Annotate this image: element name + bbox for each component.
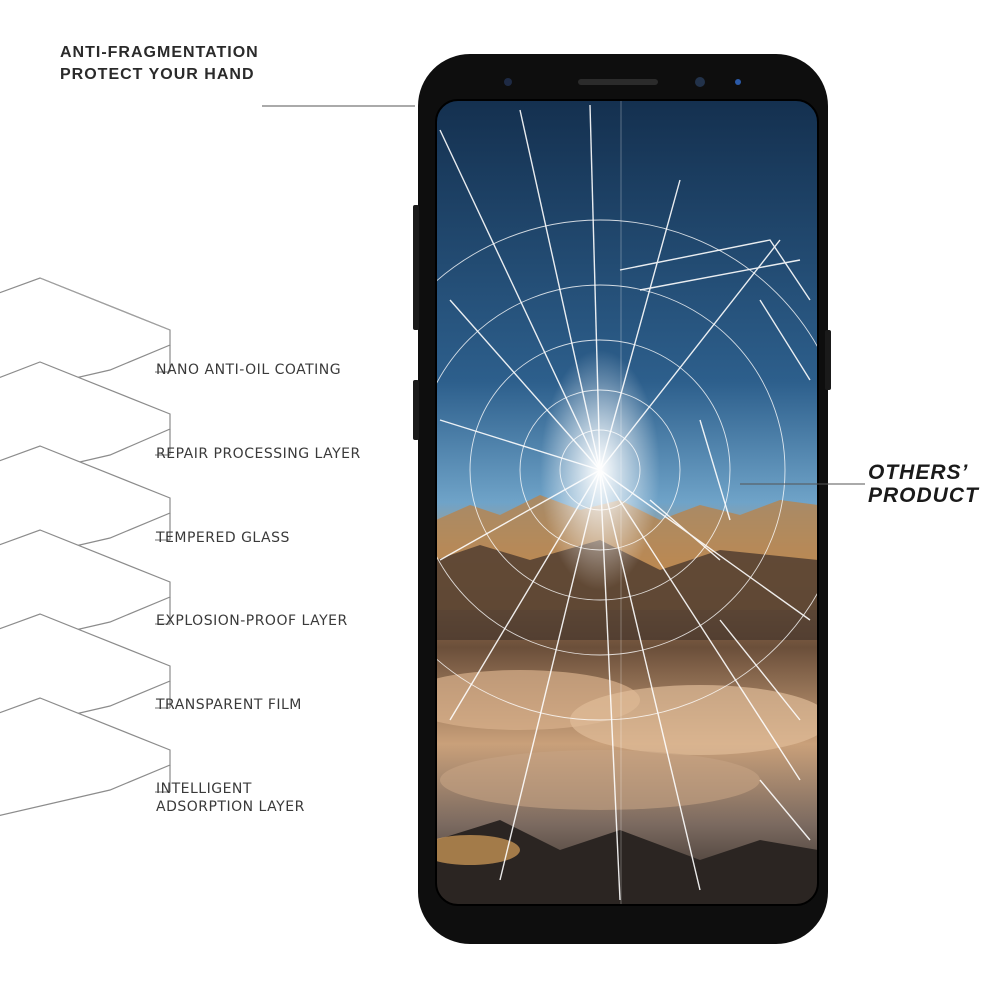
header-line-2: PROTECT YOUR HAND — [60, 66, 255, 83]
layer-stack — [0, 277, 171, 817]
screen-cracks — [439, 104, 811, 901]
layer-label-intelligent-line1: INTELLIGENT — [156, 781, 252, 797]
others-label-line2: PRODUCT — [868, 484, 979, 507]
layer-label-intelligent-line2: ADSORPTION LAYER — [156, 799, 305, 815]
layer-label-transparent-film: TRANSPARENT FILM — [156, 697, 302, 713]
header-line-1: ANTI-FRAGMENTATION — [60, 44, 259, 61]
phone-screen — [436, 100, 818, 905]
layer-label-explosion-proof: EXPLOSION-PROOF LAYER — [156, 613, 348, 629]
phone-side-button-left — [413, 205, 419, 330]
layer-label-repair-processing: REPAIR PROCESSING LAYER — [156, 446, 361, 462]
layer-label-tempered-glass: TEMPERED GLASS — [156, 530, 290, 546]
layer-label-nano-anti-oil: NANO ANTI-OIL COATING — [156, 362, 342, 378]
phone-side-button-right — [825, 330, 831, 390]
sensor-right — [735, 79, 741, 85]
sensor-left — [504, 78, 512, 86]
front-camera — [695, 77, 705, 87]
layer-6-shape — [0, 697, 171, 817]
others-label-line1: OTHERS’ — [868, 461, 969, 484]
phone-side-button-left-2 — [413, 380, 419, 440]
phone — [413, 54, 831, 944]
speaker-grille — [578, 79, 658, 85]
